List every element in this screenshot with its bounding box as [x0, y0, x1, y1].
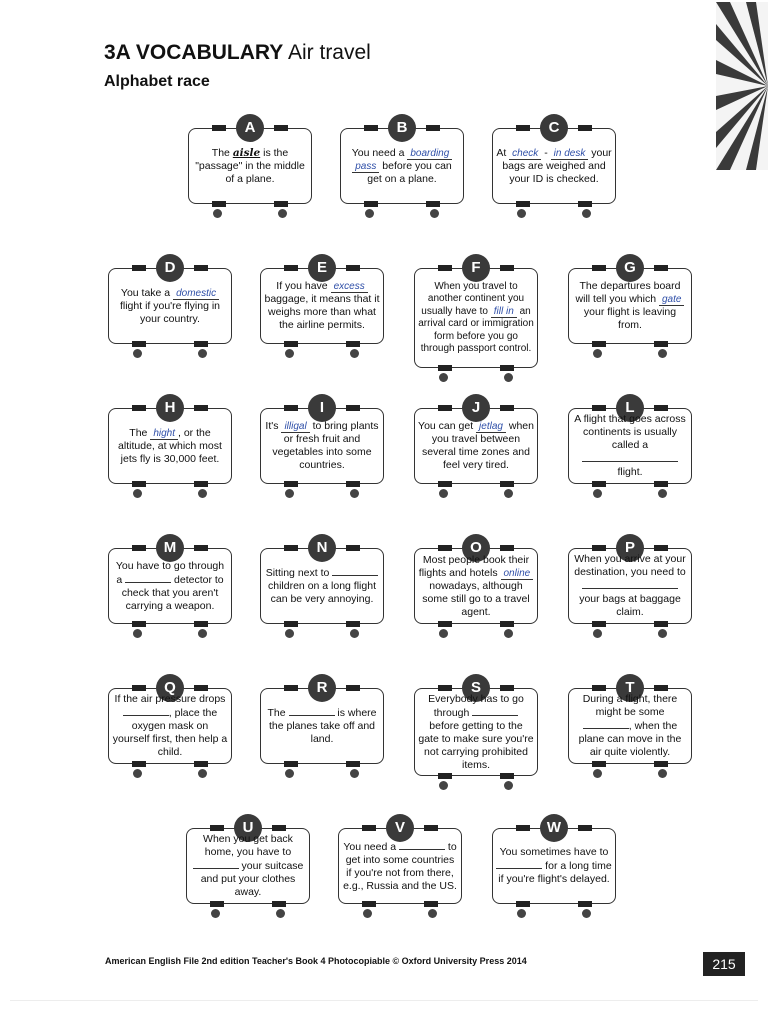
card-e: E If you have excess baggage, it means t… [258, 254, 386, 358]
card-letter: F [462, 254, 490, 282]
card-letter: B [388, 114, 416, 142]
card-n: N Sitting next to children on a long fli… [258, 534, 386, 638]
card-b: B You need a boarding pass before you ca… [338, 114, 466, 218]
card-letter: L [616, 394, 644, 422]
answer-blank [582, 579, 678, 589]
unit-topic: Air travel [287, 41, 371, 64]
card-c: C At check - in desk your bags are weigh… [490, 114, 618, 218]
card-letter: V [386, 814, 414, 842]
copyright-footer: American English File 2nd edition Teache… [105, 956, 527, 966]
handwritten-answer: hight [150, 427, 178, 440]
answer-blank [496, 859, 543, 869]
card-letter: C [540, 114, 568, 142]
card-letter: T [616, 674, 644, 702]
card-text: When you travel to another continent you… [418, 280, 534, 355]
card-text: If the air pressure drops , place the ox… [112, 693, 228, 758]
handwritten-answer: gate [658, 294, 685, 306]
card-text: When you arrive at your destination, you… [574, 553, 686, 618]
card-p: P When you arrive at your destination, y… [566, 534, 694, 638]
worksheet-title: 3A VOCABULARY Air travel [104, 40, 371, 66]
handwritten-answer: illigal [281, 421, 310, 433]
handwritten-answer: boarding [407, 147, 453, 160]
card-j: J You can get jetlag when you travel bet… [412, 394, 540, 498]
handwritten-answer: domestic [173, 287, 220, 300]
card-letter: S [462, 674, 490, 702]
card-text: The aisle is the "passage" in the middle… [195, 146, 305, 185]
card-r: R The is where the planes take off and l… [258, 674, 386, 778]
card-text: You need a to get into some countries if… [343, 840, 457, 892]
card-d: D You take a domestic flight if you're f… [106, 254, 234, 358]
activity-title: Alphabet race [104, 73, 210, 90]
card-q: Q If the air pressure drops , place the … [106, 674, 234, 778]
card-text: When you get back home, you have to your… [190, 833, 306, 899]
card-text: During a flight, there might be some , w… [578, 693, 682, 758]
card-text: Sitting next to children on a long fligh… [264, 566, 380, 606]
card-letter: N [308, 534, 336, 562]
card-letter: O [462, 534, 490, 562]
card-letter: A [236, 114, 264, 142]
card-g: G The departures board will tell you whi… [566, 254, 694, 358]
card-letter: W [540, 814, 568, 842]
card-w: W You sometimes have to for a long time … [490, 814, 618, 918]
card-text: You take a domestic flight if you're fly… [119, 286, 221, 325]
bottom-divider [10, 1000, 758, 1001]
card-text: Most people book their flights and hotel… [418, 554, 534, 619]
card-letter: U [234, 814, 262, 842]
card-text: You have to go through a detector to che… [115, 559, 225, 612]
handwritten-answer: fill in [490, 305, 517, 318]
card-l: L A flight that goes across continents i… [566, 394, 694, 498]
card-letter: H [156, 394, 184, 422]
card-text: Everybody has to go through before getti… [418, 692, 534, 771]
card-h: H The hight, or the altitude, at which m… [106, 394, 234, 498]
card-text: The hight, or the altitude, at which mos… [118, 426, 222, 465]
card-f: F When you travel to another continent y… [412, 254, 540, 382]
card-u: U When you get back home, you have to yo… [184, 814, 312, 918]
answer-blank [122, 706, 169, 716]
handwritten-answer: online [500, 567, 534, 580]
answer-blank [398, 840, 445, 850]
handwritten-answer: jetlag [476, 421, 506, 433]
answer-blank [472, 706, 519, 716]
card-v: V You need a to get into some countries … [336, 814, 464, 918]
answer: aisle [232, 146, 261, 159]
card-text: The is where the planes take off and lan… [267, 706, 377, 745]
page-number: 215 [703, 952, 745, 976]
card-text: It's illigal to bring plants or fresh fr… [265, 420, 379, 471]
handwritten-answer: in desk [550, 147, 589, 160]
card-letter: D [156, 254, 184, 282]
card-letter: R [308, 674, 336, 702]
answer-blank [125, 573, 172, 583]
card-letter: Q [156, 674, 184, 702]
card-letter: E [308, 254, 336, 282]
card-text: You sometimes have to for a long time if… [496, 846, 612, 886]
unit-code: 3A VOCABULARY [104, 41, 284, 64]
card-letter: G [616, 254, 644, 282]
card-text: The departures board will tell you which… [572, 280, 688, 332]
card-text: At check - in desk your bags are weighed… [496, 146, 612, 185]
answer-blank [332, 566, 379, 576]
answer-blank [582, 452, 678, 462]
card-text: A flight that goes across continents is … [574, 413, 686, 478]
handwritten-answer: check [509, 147, 542, 160]
card-letter: J [462, 394, 490, 422]
card-text: You can get jetlag when you travel betwe… [418, 420, 534, 471]
card-m: M You have to go through a detector to c… [106, 534, 234, 638]
answer-blank [582, 719, 629, 729]
answer-blank [192, 859, 239, 869]
card-s: S Everybody has to go through before get… [412, 674, 540, 790]
card-text: If you have excess baggage, it means tha… [264, 280, 380, 331]
handwritten-answer: excess [330, 281, 368, 293]
card-letter: M [156, 534, 184, 562]
handwritten-answer: pass [352, 160, 380, 173]
sunburst-graphic [716, 2, 768, 170]
card-o: O Most people book their flights and hot… [412, 534, 540, 638]
card-letter: I [308, 394, 336, 422]
answer-blank [288, 706, 335, 716]
card-text: You need a boarding pass before you can … [351, 146, 453, 185]
card-letter: P [616, 534, 644, 562]
card-t: T During a flight, there might be some ,… [566, 674, 694, 778]
card-i: I It's illigal to bring plants or fresh … [258, 394, 386, 498]
card-a: A The aisle is the "passage" in the midd… [186, 114, 314, 218]
